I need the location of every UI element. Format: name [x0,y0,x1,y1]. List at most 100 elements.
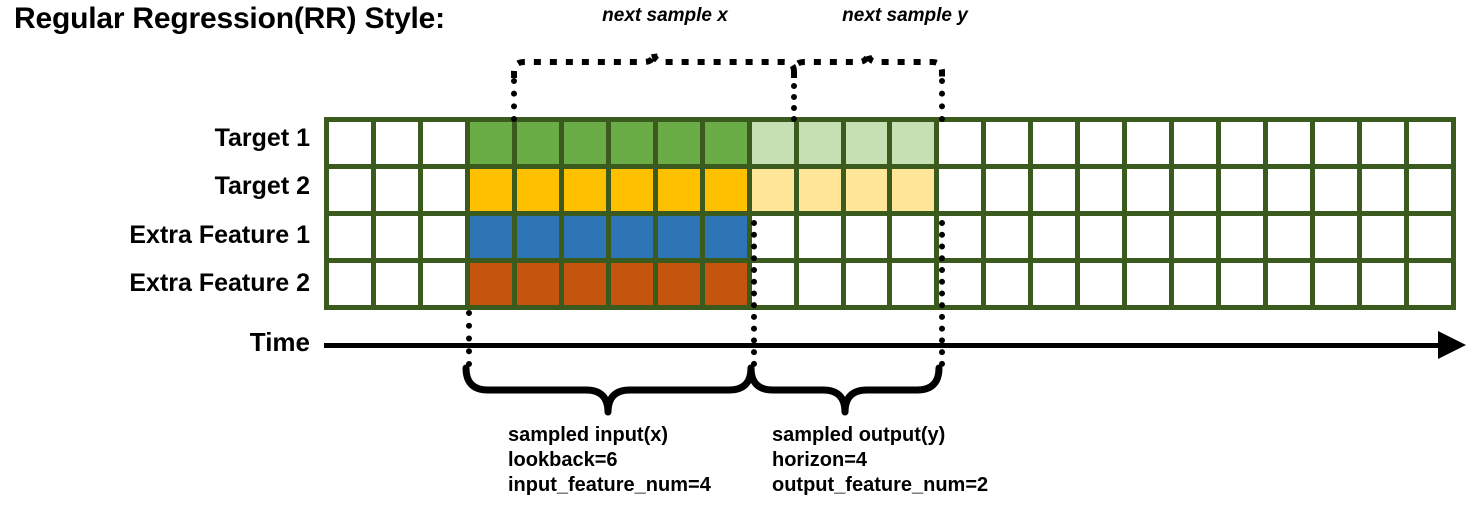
dotted-guide-input-start-upper [511,78,517,122]
grid-cell-r2-c16-empty [1080,216,1123,258]
grid-cell-r0-c16-empty [1080,122,1123,164]
grid-cell-r0-c21-empty [1315,122,1358,164]
grid-cell-r1-c21-empty [1315,169,1358,211]
row-label-target-2: Target 2 [214,172,310,200]
time-axis-arrow-icon [1438,331,1466,359]
grid-cell-r0-c4-input [516,122,559,164]
grid-cell-r1-c23-empty [1409,169,1451,211]
row-label-extra-feature-2: Extra Feature 2 [129,269,310,297]
grid-cell-r1-c11-output [845,169,888,211]
grid-cell-r1-c3-input [469,169,512,211]
grid-cell-r0-c3-input [469,122,512,164]
row-label-target-1: Target 1 [214,124,310,152]
grid-cell-r1-c16-empty [1080,169,1123,211]
grid-cell-r3-c8-input [704,263,747,305]
dotted-guide-mid-lower [751,220,757,367]
grid-cell-r3-c2-empty [422,263,465,305]
grid-cell-r2-c4-input [516,216,559,258]
grid-cell-r2-c17-empty [1127,216,1170,258]
dotted-guide-output-end-upper [939,78,945,122]
brace-sampled-input [462,364,755,416]
grid-cell-r0-c11-output [845,122,888,164]
grid-cell-r1-c8-input [704,169,747,211]
grid-cell-r3-c17-empty [1127,263,1170,305]
grid-cell-r3-c22-empty [1362,263,1405,305]
grid-cell-r3-c3-input [469,263,512,305]
page-title: Regular Regression(RR) Style: [14,2,445,35]
grid-cell-r3-c11-empty [845,263,888,305]
grid-cell-r1-c17-empty [1127,169,1170,211]
grid-cell-r1-c9-output [751,169,794,211]
grid-cell-r2-c12-empty [892,216,935,258]
grid-cell-r2-c6-input [610,216,653,258]
grid-cell-r0-c13-empty [939,122,982,164]
dotted-guide-mid-upper [791,72,797,122]
grid-cell-r3-c1-empty [375,263,418,305]
grid-cell-r0-c23-empty [1409,122,1451,164]
grid-cell-r3-c16-empty [1080,263,1123,305]
grid-cell-r0-c12-output [892,122,935,164]
grid-cell-r1-c14-empty [986,169,1029,211]
timeline-grid [324,117,1456,310]
label-sampled-output-title: sampled output(y) [772,424,946,446]
grid-cell-r2-c7-input [657,216,700,258]
grid-cell-r1-c18-empty [1174,169,1217,211]
grid-cell-r2-c11-empty [845,216,888,258]
grid-cell-r0-c17-empty [1127,122,1170,164]
label-output-feature-num: output_feature_num=2 [772,474,989,496]
grid-cell-r3-c18-empty [1174,263,1217,305]
grid-cell-r2-c22-empty [1362,216,1405,258]
grid-cell-r1-c22-empty [1362,169,1405,211]
grid-cell-r1-c20-empty [1268,169,1311,211]
grid-cell-r1-c5-input [563,169,606,211]
grid-cell-r0-c0-empty [329,122,371,164]
grid-cell-r2-c19-empty [1221,216,1264,258]
grid-cell-r0-c9-output [751,122,794,164]
grid-cell-r0-c6-input [610,122,653,164]
grid-cell-r3-c6-input [610,263,653,305]
row-label-extra-feature-1: Extra Feature 1 [129,221,310,249]
grid-cell-r2-c2-empty [422,216,465,258]
grid-cell-r3-c20-empty [1268,263,1311,305]
grid-cell-r2-c0-empty [329,216,371,258]
grid-cell-r2-c20-empty [1268,216,1311,258]
grid-cell-r2-c23-empty [1409,216,1451,258]
dotted-guide-output-end-lower [939,220,945,367]
grid-cell-r2-c3-input [469,216,512,258]
grid-cell-r1-c13-empty [939,169,982,211]
dotted-brace-next-sample-x [511,51,797,78]
grid-cell-r0-c5-input [563,122,606,164]
grid-cell-r3-c21-empty [1315,263,1358,305]
annotation-next-sample-y: next sample y [842,5,968,26]
grid-cell-r2-c9-empty [751,216,794,258]
grid-cell-r0-c10-output [798,122,841,164]
label-sampled-input: sampled input(x) lookback=6 input_featur… [508,423,711,498]
grid-cell-r3-c10-empty [798,263,841,305]
grid-cell-r3-c12-empty [892,263,935,305]
grid-cell-r0-c7-input [657,122,700,164]
grid-cell-r2-c14-empty [986,216,1029,258]
grid-cell-r1-c1-empty [375,169,418,211]
annotation-next-sample-x: next sample x [602,5,728,26]
grid-cell-r3-c15-empty [1033,263,1076,305]
grid-cell-r1-c12-output [892,169,935,211]
label-sampled-input-title: sampled input(x) [508,424,669,446]
grid-cell-r1-c7-input [657,169,700,211]
label-horizon: horizon=4 [772,449,868,471]
grid-cell-r2-c21-empty [1315,216,1358,258]
label-input-feature-num: input_feature_num=4 [508,474,711,496]
grid-cell-r2-c10-empty [798,216,841,258]
label-lookback: lookback=6 [508,449,618,471]
grid-cell-r3-c23-empty [1409,263,1451,305]
grid-cell-r2-c18-empty [1174,216,1217,258]
grid-cell-r1-c10-output [798,169,841,211]
grid-cell-r0-c14-empty [986,122,1029,164]
grid-cell-r3-c5-input [563,263,606,305]
grid-cell-r3-c4-input [516,263,559,305]
grid-cell-r3-c7-input [657,263,700,305]
grid-cell-r0-c20-empty [1268,122,1311,164]
grid-cell-r3-c14-empty [986,263,1029,305]
grid-cell-r0-c15-empty [1033,122,1076,164]
grid-cell-r1-c0-empty [329,169,371,211]
